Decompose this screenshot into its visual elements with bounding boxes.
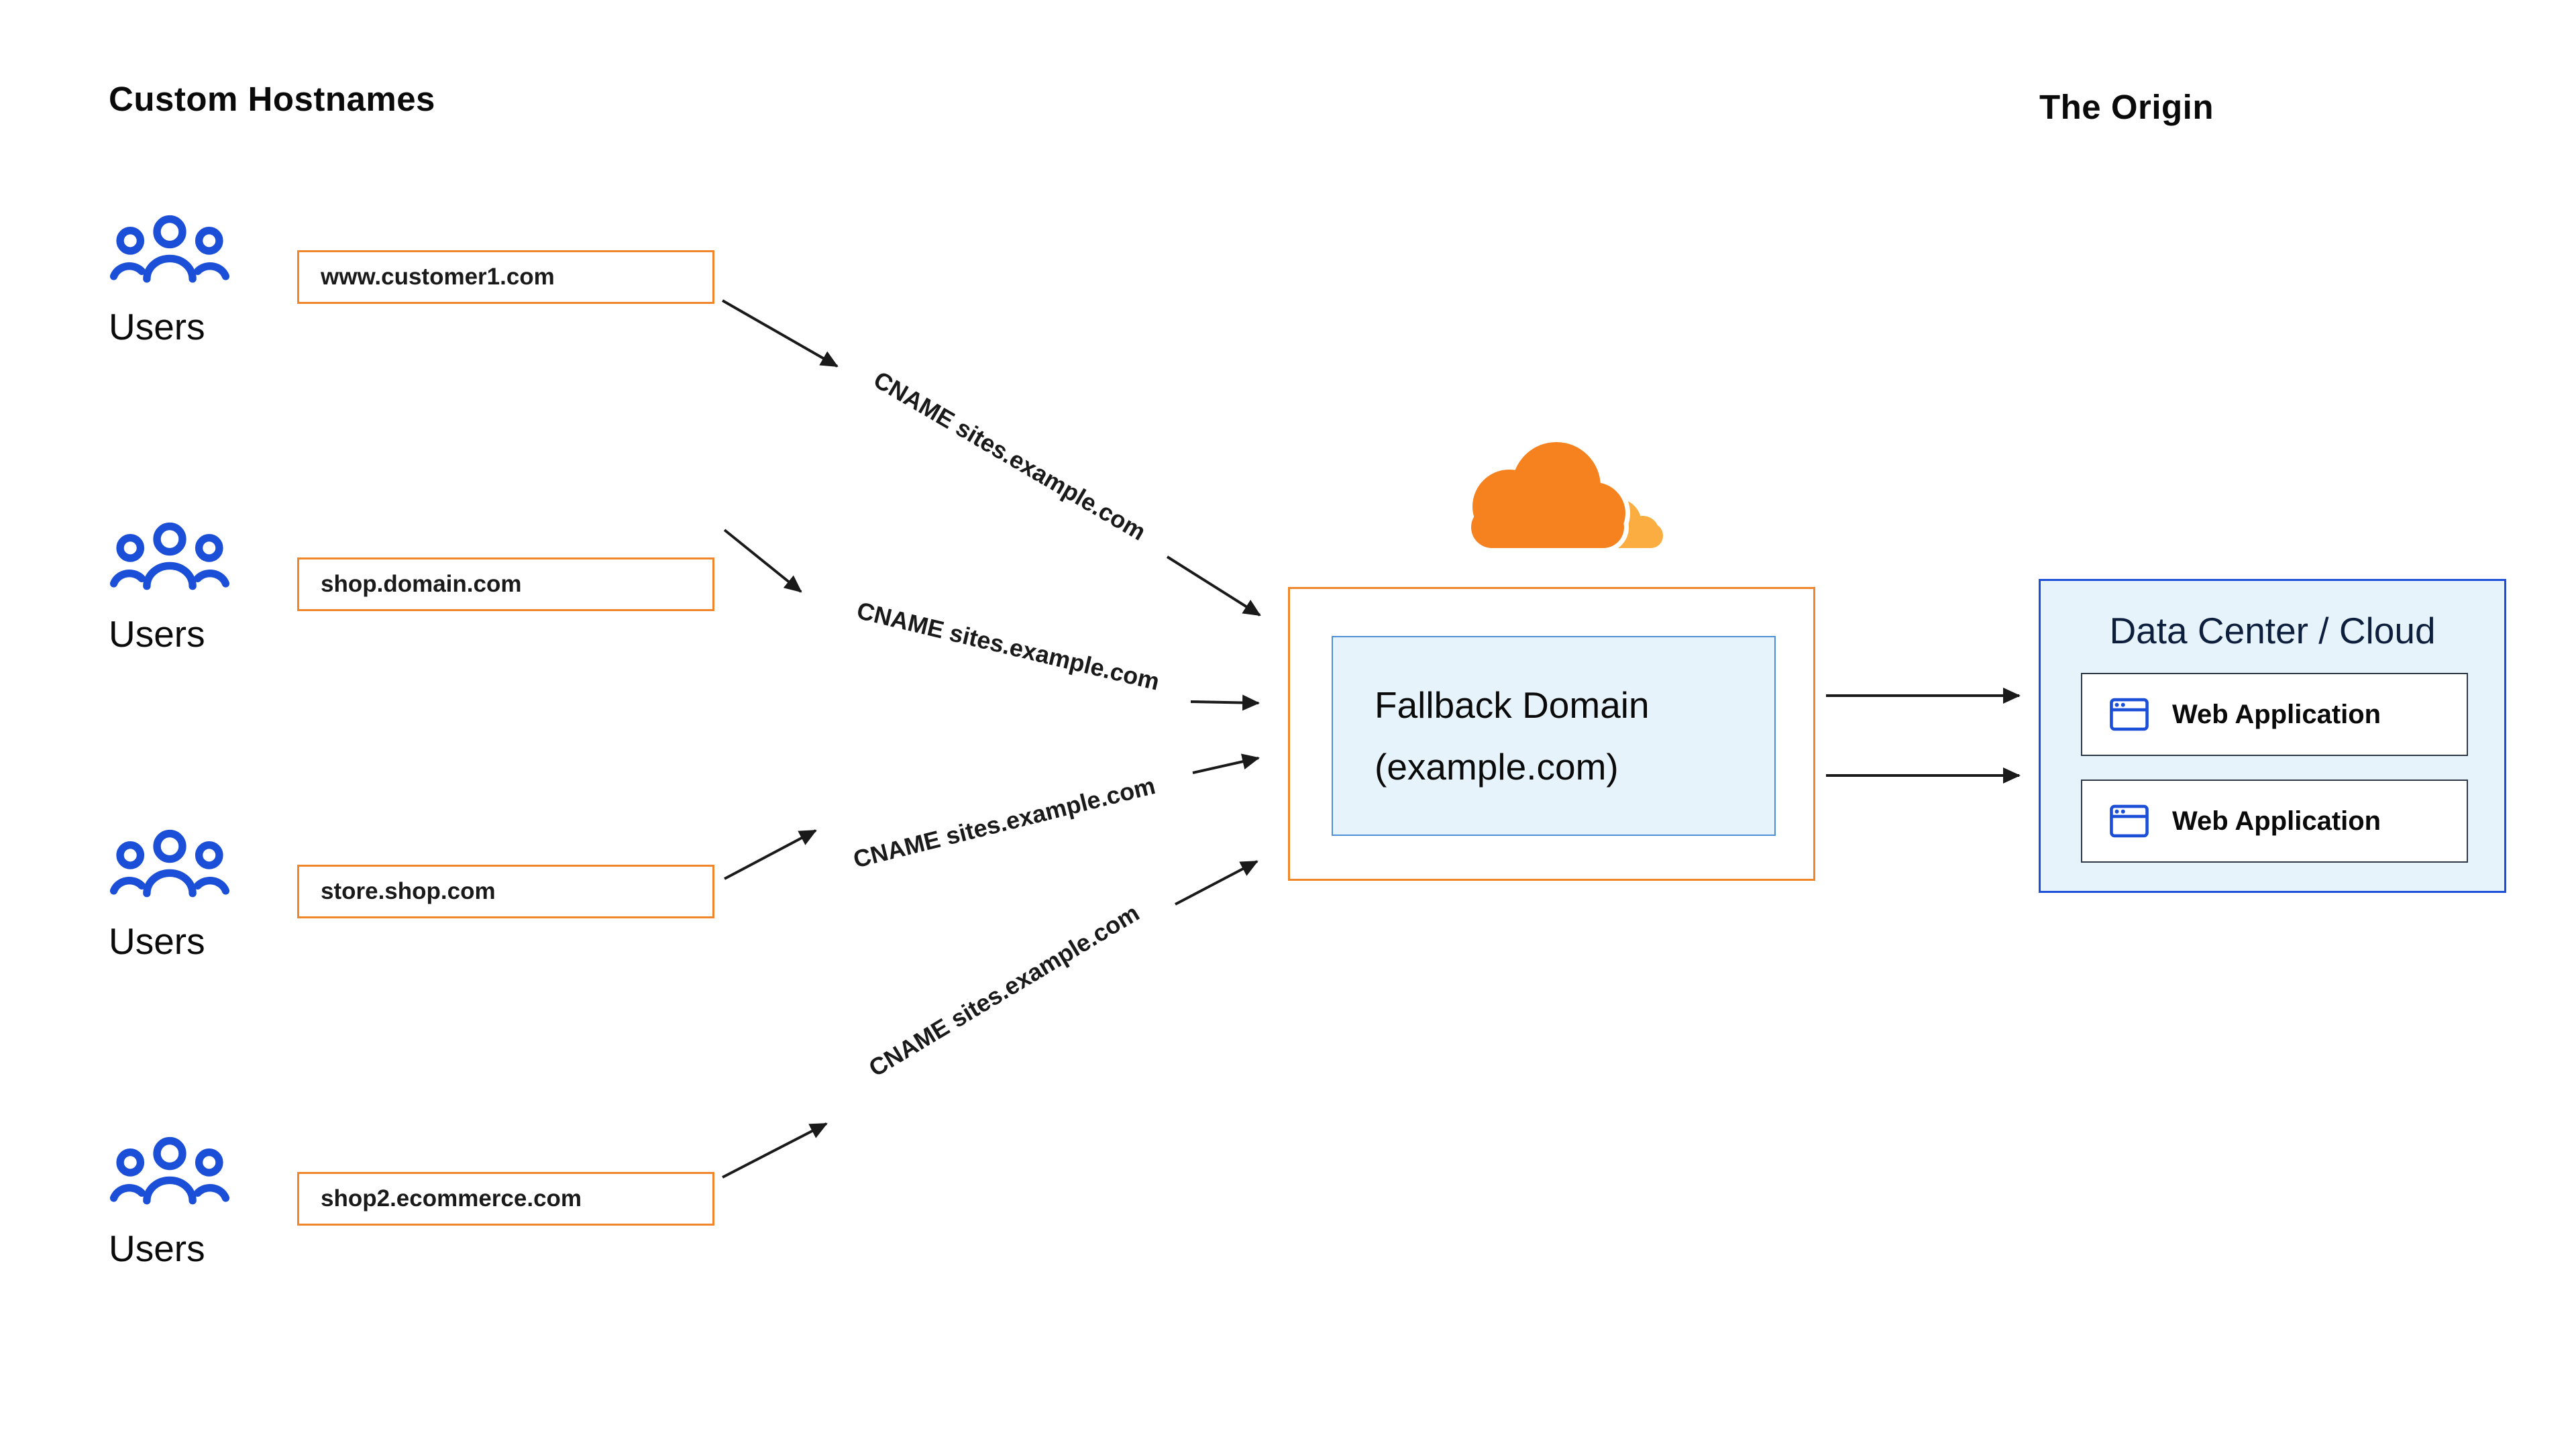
user-group-4	[109, 1135, 283, 1214]
arrow-label2-to-fallback	[1190, 694, 1260, 711]
users-icon	[109, 522, 230, 590]
hostname-box-4: shop2.ecommerce.com	[297, 1172, 714, 1226]
cname-label-1: CNAME sites.example.com	[869, 366, 1150, 546]
user-group-3	[109, 828, 283, 906]
hostname-box-1: www.customer1.com	[297, 250, 714, 304]
the-origin-title: The Origin	[2039, 88, 2214, 126]
hostname-box-3: store.shop.com	[297, 865, 714, 918]
cloudflare-logo	[1466, 437, 1663, 553]
cname-label-4: CNAME sites.example.com	[864, 899, 1144, 1082]
users-label-2: Users	[109, 613, 205, 655]
arrow-host1-to-label	[722, 299, 839, 368]
arrow-label4-to-fallback	[1175, 860, 1258, 906]
custom-hostnames-title: Custom Hostnames	[109, 80, 435, 118]
fallback-domain-line2: (example.com)	[1375, 746, 1619, 788]
fallback-domain-inner-box: Fallback Domain (example.com)	[1332, 636, 1776, 836]
data-center-box: Data Center / Cloud Web Application Web …	[2039, 579, 2506, 893]
web-application-box-1: Web Application	[2081, 673, 2468, 756]
users-icon	[109, 215, 230, 283]
user-group-2	[109, 521, 283, 599]
arrow-host2-to-label	[723, 529, 802, 593]
cloudflare-main-cloud	[1471, 442, 1625, 548]
arrow-label3-to-fallback	[1192, 753, 1260, 774]
web-application-label: Web Application	[2172, 699, 2381, 729]
arrow-host3-to-label	[724, 829, 817, 880]
browser-window-icon	[2110, 804, 2149, 838]
cname-label-2: CNAME sites.example.com	[854, 596, 1162, 696]
users-label-1: Users	[109, 306, 205, 347]
web-application-label: Web Application	[2172, 806, 2381, 836]
cname-label-3: CNAME sites.example.com	[851, 771, 1158, 873]
hostname-box-2: shop.domain.com	[297, 557, 714, 611]
web-application-box-2: Web Application	[2081, 780, 2468, 863]
arrow-label1-to-fallback	[1166, 555, 1261, 616]
users-icon	[109, 1136, 230, 1205]
user-group-1	[109, 213, 283, 292]
data-center-title: Data Center / Cloud	[2109, 610, 2436, 651]
users-label-3: Users	[109, 920, 205, 962]
users-icon	[109, 829, 230, 898]
browser-window-icon	[2110, 698, 2149, 731]
users-label-4: Users	[109, 1228, 205, 1269]
fallback-domain-outer-box: Fallback Domain (example.com)	[1288, 587, 1815, 881]
fallback-domain-line1: Fallback Domain	[1375, 684, 1650, 726]
arrow-host4-to-label	[722, 1122, 828, 1179]
